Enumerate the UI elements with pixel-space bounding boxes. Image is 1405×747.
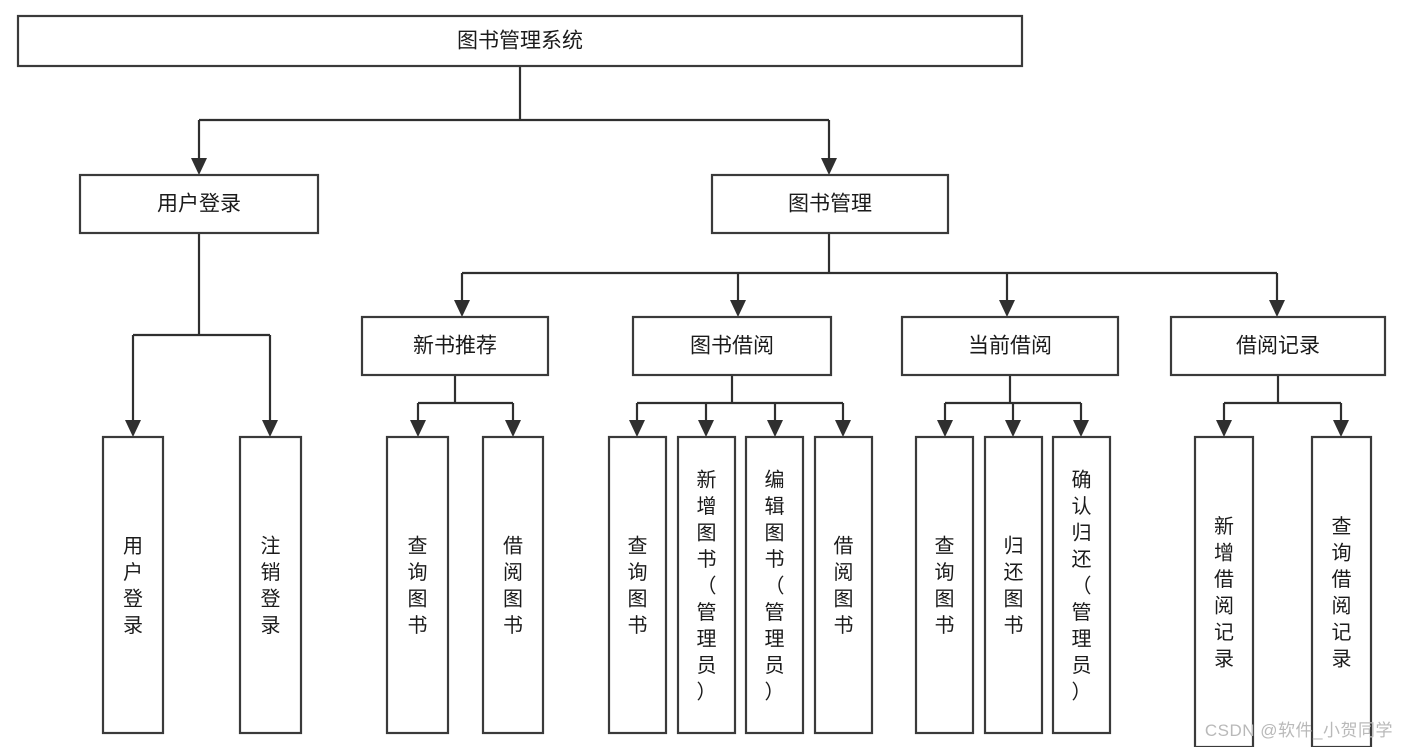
node-book-borrow-box[interactable]	[631, 315, 833, 377]
arrow-head-icon	[505, 420, 521, 437]
node-borrow-record[interactable]: 借阅记录	[1169, 315, 1387, 377]
node-user-login[interactable]: 用户登录	[78, 173, 320, 235]
node-book-manage-box[interactable]	[710, 173, 950, 235]
node-leaf-query-record[interactable]: 查询借阅记录	[1310, 435, 1373, 747]
node-leaf-user-login-box[interactable]	[101, 435, 165, 735]
arrow-head-icon	[191, 158, 207, 175]
node-leaf-query-book[interactable]: 查询图书	[607, 435, 668, 735]
arrow-head-icon	[835, 420, 851, 437]
node-borrow-record-label: 借阅记录	[1236, 335, 1320, 358]
node-leaf-edit-book-label: 编辑图书（管理员）	[765, 468, 785, 703]
node-leaf-query-book-cur-label: 查询图书	[935, 535, 955, 638]
node-leaf-confirm-return-box[interactable]	[1051, 435, 1112, 735]
arrow-head-icon	[1269, 300, 1285, 317]
node-leaf-borrow-book-label: 借阅图书	[834, 535, 854, 638]
node-new-book-rec-label: 新书推荐	[413, 335, 497, 358]
connector-layer	[125, 66, 1349, 437]
node-leaf-add-book-box[interactable]	[676, 435, 737, 735]
node-leaf-borrow-book-rec-box[interactable]	[481, 435, 545, 735]
arrow-head-icon	[410, 420, 426, 437]
csdn-watermark: CSDN @软件_小贺同学	[1204, 721, 1393, 740]
node-leaf-logout[interactable]: 注销登录	[238, 435, 303, 735]
node-book-manage-label: 图书管理	[788, 193, 872, 216]
arrow-head-icon	[821, 158, 837, 175]
node-leaf-query-book-label: 查询图书	[628, 535, 648, 638]
node-book-manage[interactable]: 图书管理	[710, 173, 950, 235]
arrow-head-icon	[999, 300, 1015, 317]
node-leaf-borrow-book-box[interactable]	[813, 435, 874, 735]
node-leaf-confirm-return[interactable]: 确认归还（管理员）	[1051, 435, 1112, 735]
node-leaf-return-book-label: 归还图书	[1004, 535, 1024, 638]
node-leaf-borrow-book-rec-label: 借阅图书	[503, 535, 523, 638]
node-leaf-add-book-label: 新增图书（管理员）	[697, 468, 717, 703]
node-new-book-rec[interactable]: 新书推荐	[360, 315, 550, 377]
arrow-head-icon	[1073, 420, 1089, 437]
node-leaf-query-book-cur[interactable]: 查询图书	[914, 435, 975, 735]
node-new-book-rec-box[interactable]	[360, 315, 550, 377]
node-book-borrow-label: 图书借阅	[690, 335, 774, 358]
node-root[interactable]: 图书管理系统	[16, 14, 1024, 68]
arrow-head-icon	[767, 420, 783, 437]
node-leaf-query-record-box[interactable]	[1310, 435, 1373, 747]
node-leaf-user-login[interactable]: 用户登录	[101, 435, 165, 735]
arrow-head-icon	[1005, 420, 1021, 437]
arrow-head-icon	[698, 420, 714, 437]
arrow-head-icon	[1216, 420, 1232, 437]
node-leaf-borrow-book[interactable]: 借阅图书	[813, 435, 874, 735]
node-leaf-user-login-label: 用户登录	[123, 536, 143, 638]
arrow-head-icon	[125, 420, 141, 437]
node-leaf-add-record-box[interactable]	[1193, 435, 1255, 747]
node-leaf-return-book-box[interactable]	[983, 435, 1044, 735]
arrow-head-icon	[1333, 420, 1349, 437]
node-borrow-record-box[interactable]	[1169, 315, 1387, 377]
node-leaf-query-book-rec-box[interactable]	[385, 435, 450, 735]
node-user-login-box[interactable]	[78, 173, 320, 235]
node-book-borrow[interactable]: 图书借阅	[631, 315, 833, 377]
arrow-head-icon	[937, 420, 953, 437]
node-current-borrow-box[interactable]	[900, 315, 1120, 377]
node-leaf-logout-box[interactable]	[238, 435, 303, 735]
node-leaf-edit-book-box[interactable]	[744, 435, 805, 735]
arrow-head-icon	[629, 420, 645, 437]
node-leaf-query-record-label: 查询借阅记录	[1332, 515, 1352, 671]
node-leaf-add-book[interactable]: 新增图书（管理员）	[676, 435, 737, 735]
node-leaf-logout-label: 注销登录	[261, 535, 281, 638]
node-root-label: 图书管理系统	[457, 30, 583, 53]
node-leaf-borrow-book-rec[interactable]: 借阅图书	[481, 435, 545, 735]
node-current-borrow[interactable]: 当前借阅	[900, 315, 1120, 377]
arrow-head-icon	[262, 420, 278, 437]
node-leaf-confirm-return-label: 确认归还（管理员）	[1072, 468, 1092, 703]
node-leaf-add-record-label: 新增借阅记录	[1214, 515, 1234, 671]
node-leaf-return-book[interactable]: 归还图书	[983, 435, 1044, 735]
node-root-box[interactable]	[16, 14, 1024, 68]
node-user-login-label: 用户登录	[157, 193, 241, 216]
node-leaf-query-book-cur-box[interactable]	[914, 435, 975, 735]
node-leaf-edit-book[interactable]: 编辑图书（管理员）	[744, 435, 805, 735]
node-leaf-query-book-rec-label: 查询图书	[408, 535, 428, 638]
node-layer: 图书管理系统用户登录图书管理新书推荐图书借阅当前借阅借阅记录用户登录注销登录查询…	[16, 14, 1387, 747]
node-current-borrow-label: 当前借阅	[968, 335, 1052, 358]
node-leaf-query-book-rec[interactable]: 查询图书	[385, 435, 450, 735]
node-leaf-add-record[interactable]: 新增借阅记录	[1193, 435, 1255, 747]
node-leaf-query-book-box[interactable]	[607, 435, 668, 735]
arrow-head-icon	[730, 300, 746, 317]
arrow-head-icon	[454, 300, 470, 317]
